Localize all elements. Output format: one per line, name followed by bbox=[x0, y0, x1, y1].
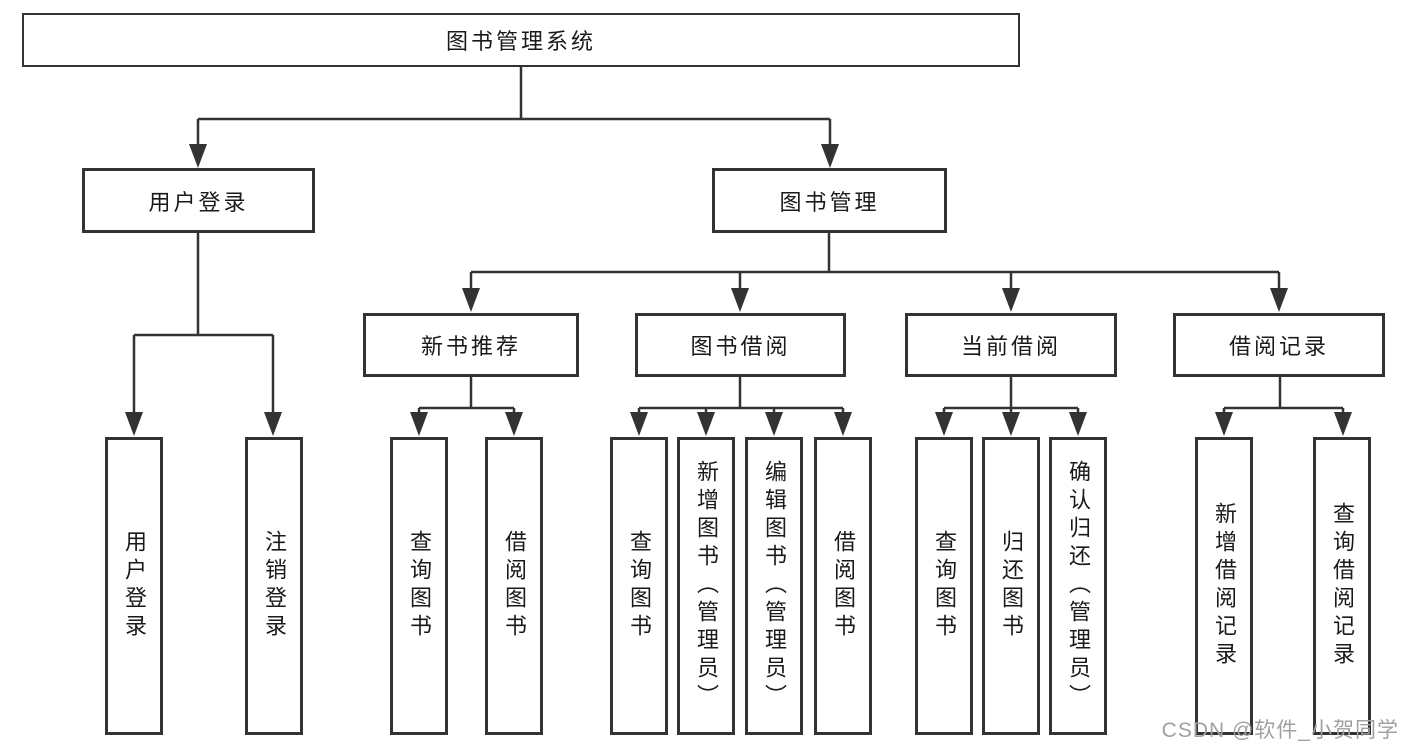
leaf-label: 确认归还（管理员） bbox=[1066, 460, 1091, 712]
connector-login-to-leaves bbox=[132, 233, 275, 416]
node-label: 当前借阅 bbox=[960, 334, 1061, 359]
leaf-return-books: 归还图书 bbox=[982, 437, 1040, 735]
node-library-management-system: 图书管理系统 bbox=[22, 13, 1020, 67]
leaf-borrow-books: 借阅图书 bbox=[814, 437, 872, 735]
leaf-add-borrow-record: 新增借阅记录 bbox=[1195, 437, 1253, 735]
leaf-label: 查询图书 bbox=[627, 530, 652, 642]
leaf-add-books-admin: 新增图书（管理员） bbox=[677, 437, 735, 735]
node-book-borrowing: 图书借阅 bbox=[635, 313, 846, 377]
leaf-edit-books-admin: 编辑图书（管理员） bbox=[745, 437, 803, 735]
connector-records-to-leaves bbox=[1222, 377, 1345, 416]
arrowhead bbox=[630, 412, 648, 436]
arrowhead bbox=[462, 288, 480, 312]
leaf-label: 归还图书 bbox=[999, 530, 1024, 642]
arrowhead bbox=[1270, 288, 1288, 312]
arrowhead bbox=[125, 412, 143, 436]
leaf-label: 编辑图书（管理员） bbox=[762, 460, 787, 712]
arrowhead bbox=[1215, 412, 1233, 436]
node-label: 图书管理 bbox=[779, 189, 880, 215]
leaf-logout: 注销登录 bbox=[245, 437, 303, 735]
node-label: 图书管理系统 bbox=[445, 29, 596, 54]
arrowhead bbox=[1334, 412, 1352, 436]
leaf-label: 借阅图书 bbox=[502, 530, 527, 642]
node-borrowing-records: 借阅记录 bbox=[1173, 313, 1385, 377]
connector-newbook-to-leaves bbox=[417, 377, 516, 416]
leaf-query-borrow-record: 查询借阅记录 bbox=[1313, 437, 1371, 735]
leaf-label: 查询图书 bbox=[407, 530, 432, 642]
arrowhead bbox=[935, 412, 953, 436]
arrowhead bbox=[505, 412, 523, 436]
leaf-label: 查询图书 bbox=[932, 530, 957, 642]
node-label: 借阅记录 bbox=[1228, 334, 1329, 359]
node-book-management: 图书管理 bbox=[712, 168, 947, 233]
arrowhead bbox=[264, 412, 282, 436]
arrowhead bbox=[1002, 288, 1020, 312]
arrowhead bbox=[1069, 412, 1087, 436]
node-new-book-recommend: 新书推荐 bbox=[363, 313, 579, 377]
arrowhead bbox=[821, 144, 839, 168]
node-label: 新书推荐 bbox=[420, 334, 521, 359]
leaf-query-books-recommend: 查询图书 bbox=[390, 437, 448, 735]
arrowhead bbox=[1002, 412, 1020, 436]
arrowhead bbox=[189, 144, 207, 168]
arrowhead bbox=[697, 412, 715, 436]
node-current-borrowing: 当前借阅 bbox=[905, 313, 1117, 377]
node-user-login: 用户登录 bbox=[82, 168, 315, 233]
connector-current-to-leaves bbox=[942, 377, 1080, 416]
leaf-label: 借阅图书 bbox=[831, 530, 856, 642]
leaf-query-books-borrowing: 查询图书 bbox=[610, 437, 668, 735]
leaf-label: 注销登录 bbox=[262, 530, 287, 642]
arrowhead bbox=[731, 288, 749, 312]
leaf-query-books-current: 查询图书 bbox=[915, 437, 973, 735]
arrowhead bbox=[834, 412, 852, 436]
leaf-label: 新增借阅记录 bbox=[1212, 502, 1237, 670]
connector-management-to-level3 bbox=[469, 233, 1281, 292]
node-label: 图书借阅 bbox=[690, 334, 791, 359]
leaf-label: 新增图书（管理员） bbox=[694, 460, 719, 712]
connector-root-to-level2 bbox=[196, 67, 832, 148]
leaf-user-login: 用户登录 bbox=[105, 437, 163, 735]
leaf-label: 查询借阅记录 bbox=[1330, 502, 1355, 670]
arrowhead bbox=[410, 412, 428, 436]
leaf-label: 用户登录 bbox=[122, 530, 147, 642]
leaf-confirm-return-admin: 确认归还（管理员） bbox=[1049, 437, 1107, 735]
connector-borrowing-to-leaves bbox=[637, 377, 845, 416]
leaf-borrow-books-recommend: 借阅图书 bbox=[485, 437, 543, 735]
csdn-watermark: CSDN @软件_小贺同学 bbox=[1161, 719, 1399, 742]
arrowhead bbox=[765, 412, 783, 436]
node-label: 用户登录 bbox=[148, 189, 249, 215]
